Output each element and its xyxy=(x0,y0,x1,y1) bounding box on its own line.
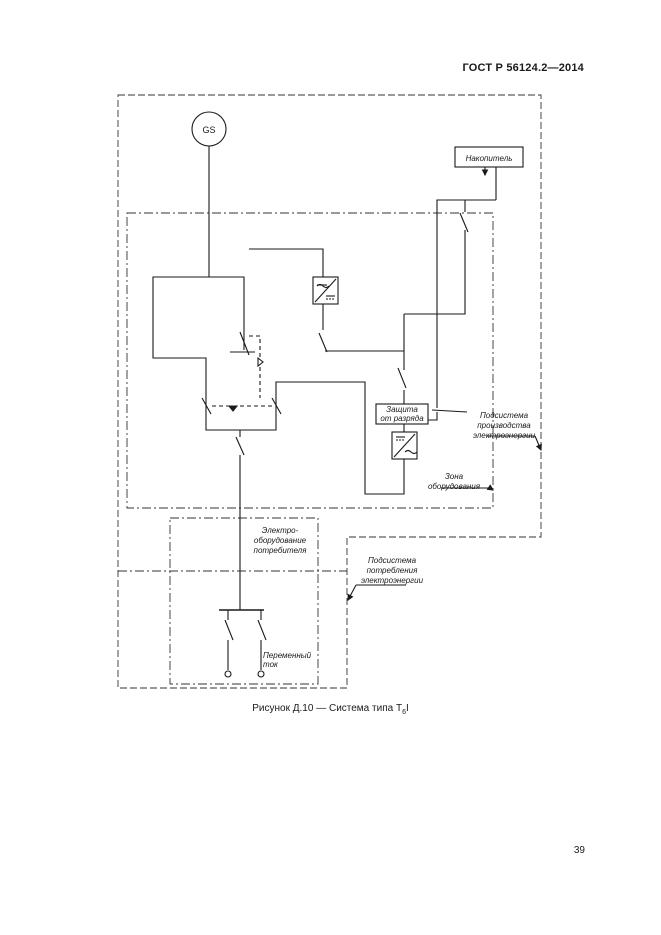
production-subsystem-label-3: электроэнергии xyxy=(473,431,536,440)
protection-label-2: от разряда xyxy=(380,414,424,423)
production-subsystem-boundary xyxy=(117,94,542,689)
storage-label: Накопитель xyxy=(466,154,513,163)
equipment-zone-label-1: Зона xyxy=(445,472,464,481)
storage-box xyxy=(454,146,524,168)
production-subsystem-label-2: производства xyxy=(477,421,531,430)
switch-inverter-1 xyxy=(318,332,328,353)
consumer-equipment-label-2: оборудование xyxy=(254,536,307,545)
page-number: 39 xyxy=(573,845,585,856)
protection-label-1: Защита xyxy=(386,405,418,414)
generator-label: GS xyxy=(202,125,215,135)
consumption-subsystem-label-1: Подсистема xyxy=(368,556,417,565)
consumption-subsystem-label-3: электроэнергии xyxy=(361,576,424,585)
ac-label-1: Переменный xyxy=(263,651,312,660)
consumer-equipment-label-1: Электро- xyxy=(262,526,299,535)
ac-label-2: ток xyxy=(263,660,279,669)
discharge-protection-box xyxy=(375,403,429,425)
standard-number: ГОСТ Р 56124.2—2014 xyxy=(462,62,584,74)
equipment-zone-boundary xyxy=(126,212,494,509)
figure-caption: Рисунок Д.10 — Система типа Т6I xyxy=(252,703,409,716)
consumption-subsystem-label-2: потребления xyxy=(367,566,418,575)
consumer-equipment-boundary xyxy=(169,517,319,685)
consumer-equipment-label-3: потребителя xyxy=(254,546,308,555)
switch-storage xyxy=(459,212,469,233)
production-subsystem-label-1: Подсистема xyxy=(480,411,529,420)
switch-contact xyxy=(239,331,250,356)
equipment-zone-label-2: оборудования xyxy=(428,482,481,491)
